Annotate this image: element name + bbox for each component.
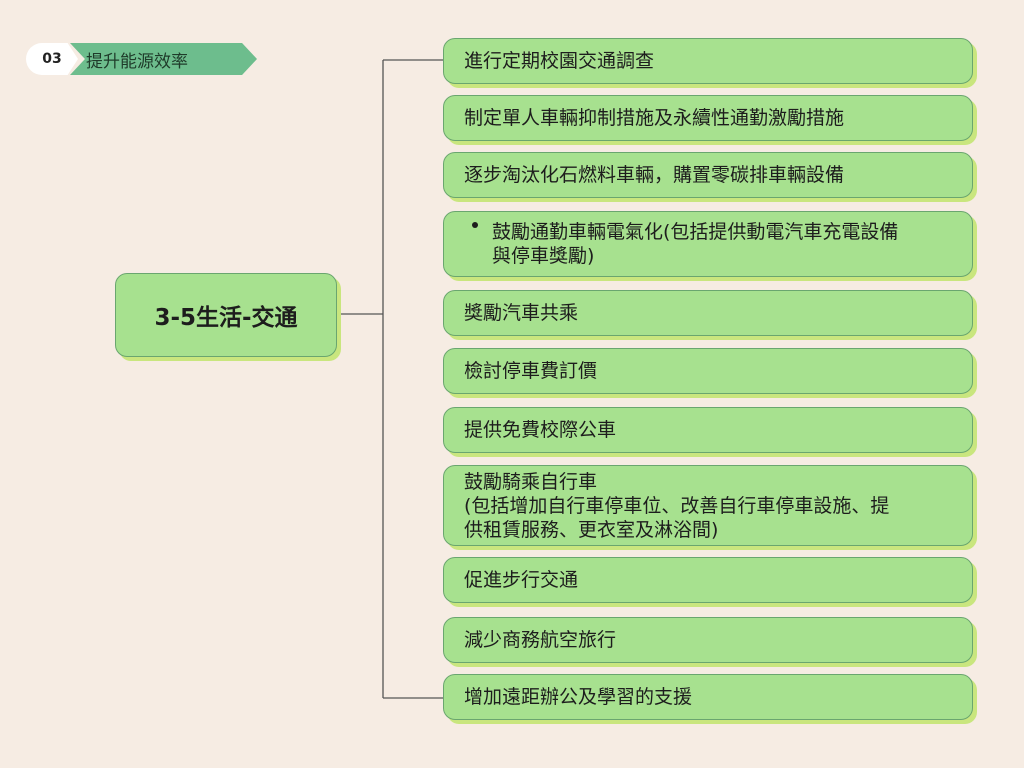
root-node: 3-5生活-交通 xyxy=(115,273,337,357)
item-node: 增加遠距辦公及學習的支援 xyxy=(443,674,973,720)
item-node: 制定單人車輛抑制措施及永續性通勤激勵措施 xyxy=(443,95,973,141)
item-node: 提供免費校際公車 xyxy=(443,407,973,453)
item-text: 減少商務航空旅行 xyxy=(464,629,617,651)
item-node: 逐步淘汰化石燃料車輛，購置零碳排車輛設備 xyxy=(443,152,973,198)
section-number: 03 xyxy=(26,43,78,75)
item-node: 減少商務航空旅行 xyxy=(443,617,973,663)
item-node: 檢討停車費訂價 xyxy=(443,348,973,394)
item-text: 逐步淘汰化石燃料車輛，購置零碳排車輛設備 xyxy=(464,164,845,186)
item-text: 鼓勵通勤車輛電氣化(包括提供動電汽車充電設備 與停車獎勵) xyxy=(492,221,899,267)
item-node: 促進步行交通 xyxy=(443,557,973,603)
item-node: 鼓勵通勤車輛電氣化(包括提供動電汽車充電設備 與停車獎勵) xyxy=(443,211,973,277)
item-text: 獎勵汽車共乘 xyxy=(464,302,579,324)
bullet-icon xyxy=(472,222,478,228)
item-text: 鼓勵騎乘自行車 (包括增加自行車停車位、改善自行車停車設施、提 供租賃服務、更衣… xyxy=(464,470,890,541)
item-node: 進行定期校園交通調查 xyxy=(443,38,973,84)
item-text: 檢討停車費訂價 xyxy=(464,360,598,382)
item-text: 增加遠距辦公及學習的支援 xyxy=(464,686,693,708)
item-text: 促進步行交通 xyxy=(464,569,579,591)
item-text: 制定單人車輛抑制措施及永續性通勤激勵措施 xyxy=(464,107,845,129)
section-title: 提升能源效率 xyxy=(70,43,257,75)
item-node: 鼓勵騎乘自行車 (包括增加自行車停車位、改善自行車停車設施、提 供租賃服務、更衣… xyxy=(443,465,973,546)
item-text: 進行定期校園交通調查 xyxy=(464,50,655,72)
item-node: 獎勵汽車共乘 xyxy=(443,290,973,336)
item-text: 提供免費校際公車 xyxy=(464,419,617,441)
